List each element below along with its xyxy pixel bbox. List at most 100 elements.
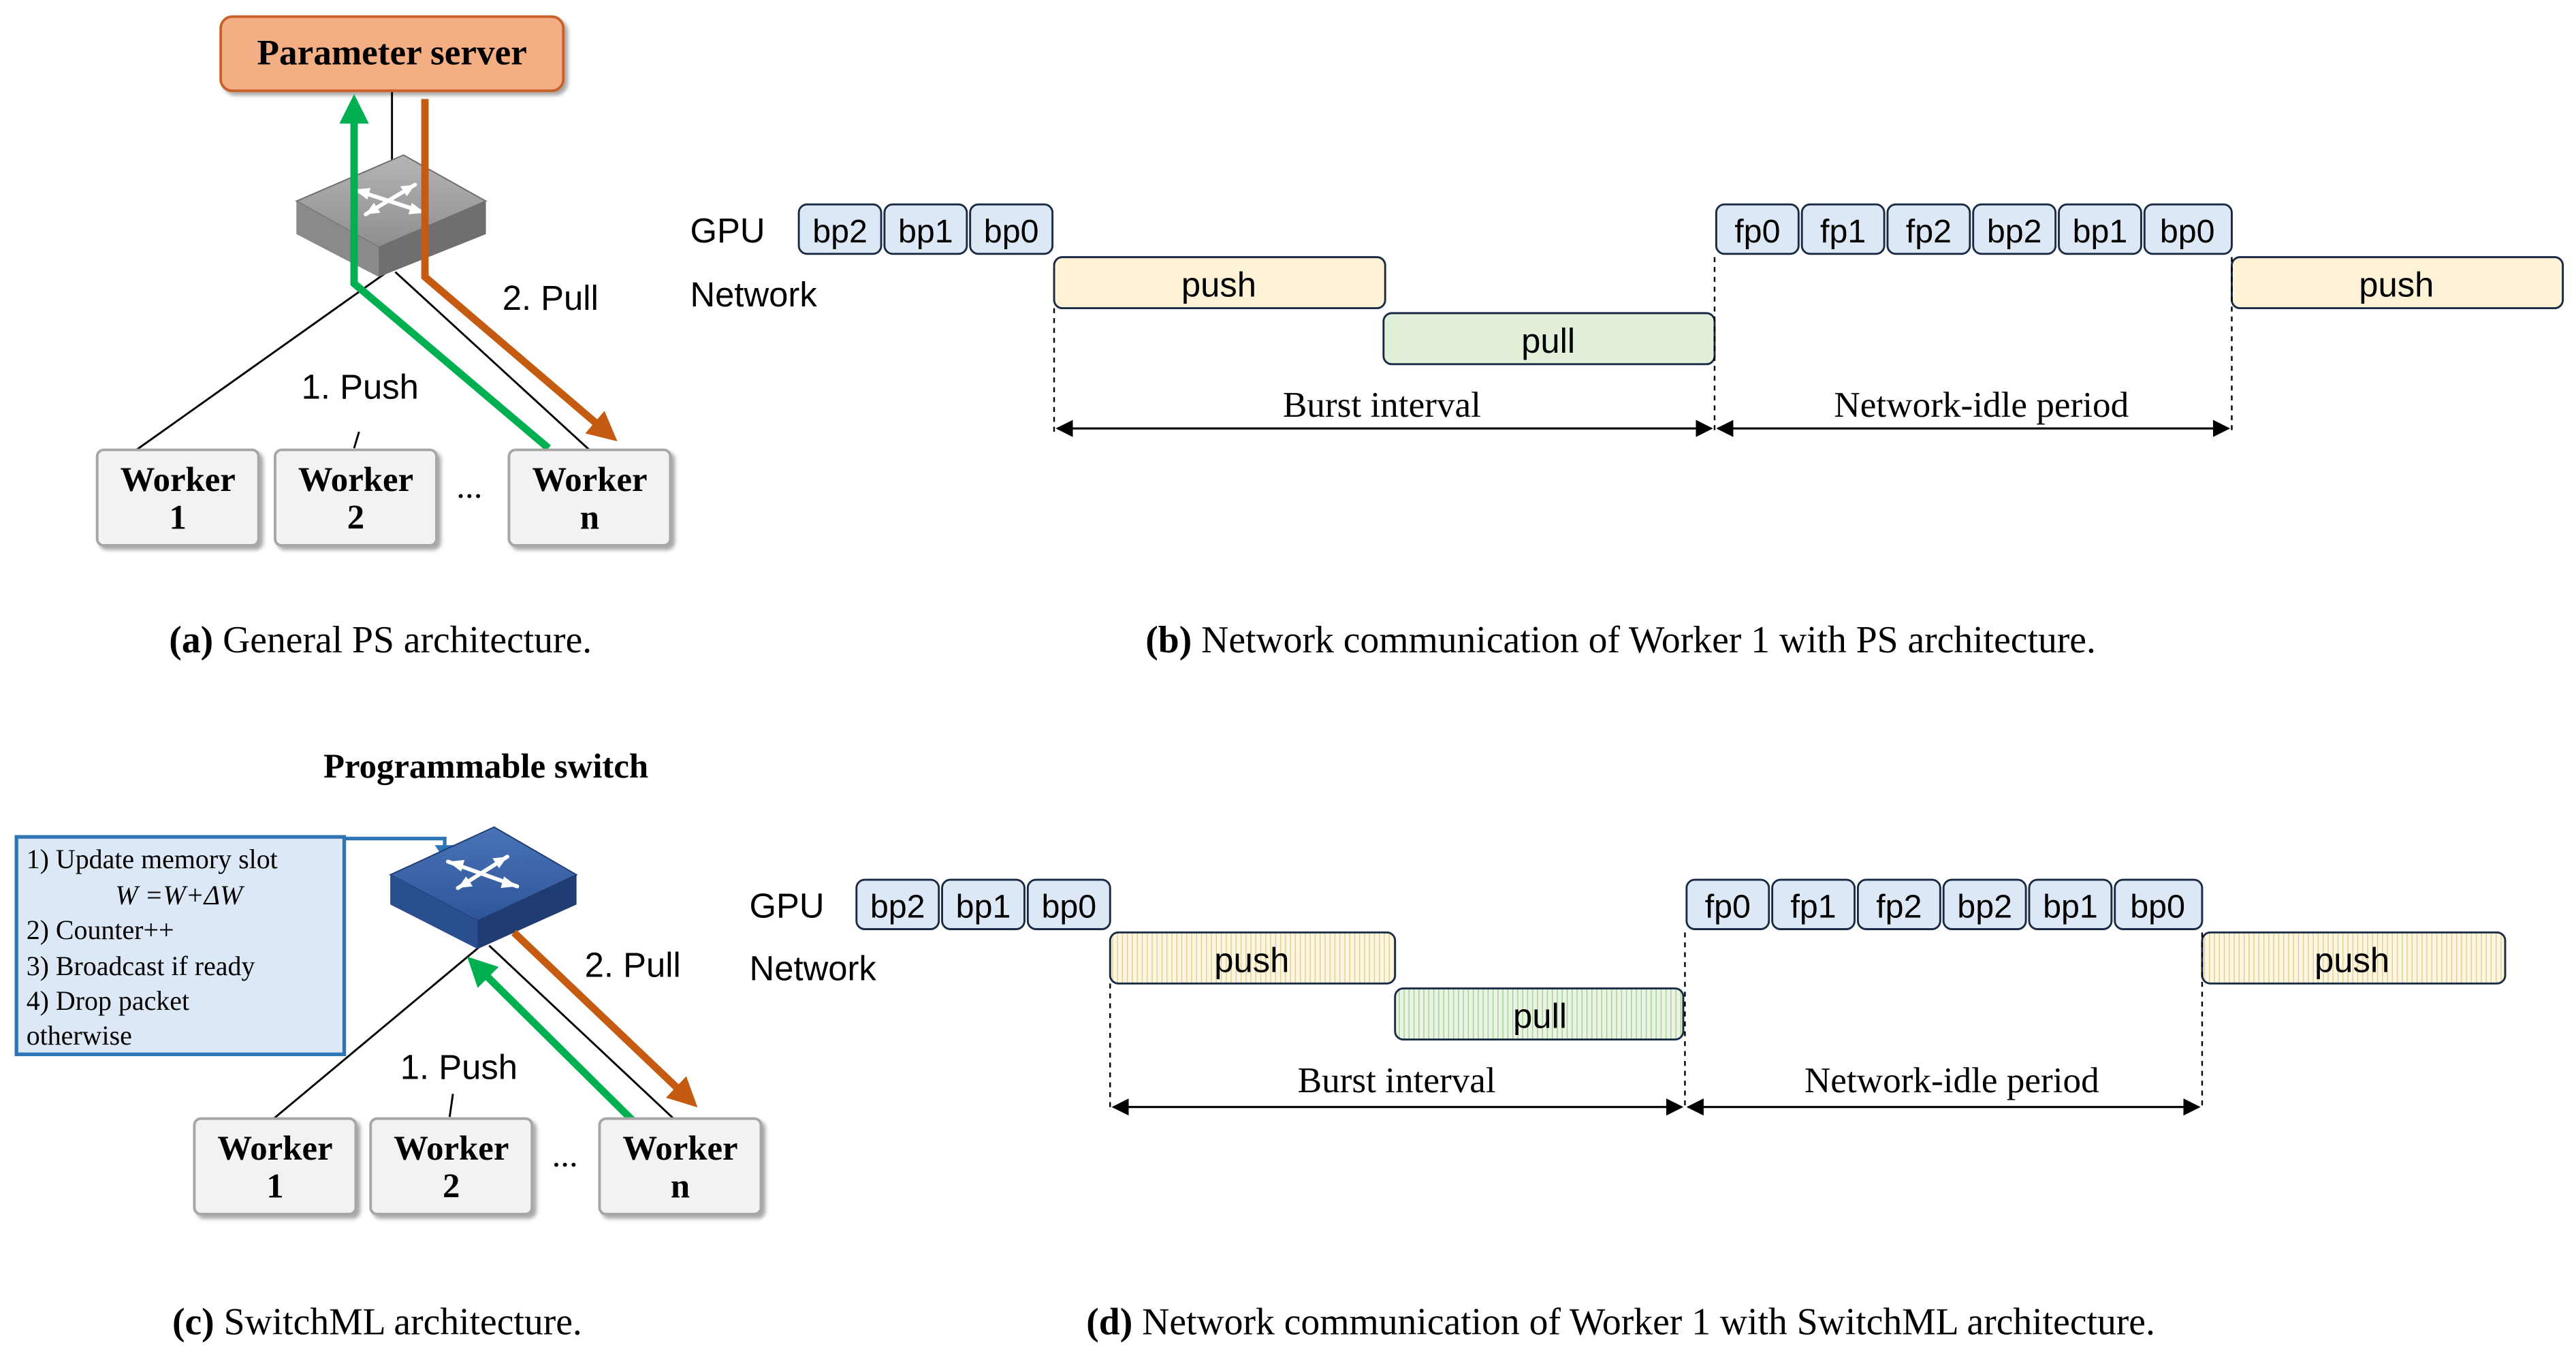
pull-label: 2. Pull (503, 279, 599, 317)
caption-tag: (d) (1086, 1301, 1132, 1344)
svg-text:bp0: bp0 (2160, 213, 2215, 250)
worker-number: 2 (347, 498, 364, 537)
caption-tag: (c) (172, 1301, 214, 1344)
network-label: Network (690, 275, 817, 314)
push-label: 1. Push (302, 368, 419, 407)
link-worker-2 (353, 431, 360, 449)
gpu-block: bp2 (797, 203, 882, 255)
note-line: 3) Broadcast if ready (27, 951, 255, 981)
push-bar-second: push (2231, 256, 2564, 310)
push-arrow (339, 94, 551, 451)
note-line: 1) Update memory slot (27, 844, 278, 874)
ellipsis: ... (552, 1136, 578, 1174)
gpu-block: fp1 (1771, 878, 1856, 930)
svg-text:bp0: bp0 (984, 213, 1039, 250)
gpu-block: fp0 (1715, 203, 1800, 255)
svg-text:bp1: bp1 (898, 213, 953, 250)
worker-label: Worker (532, 460, 647, 498)
svg-text:bp2: bp2 (1987, 213, 2042, 250)
gpu-block: bp2 (1942, 878, 2027, 930)
caption-text: SwitchML architecture. (214, 1301, 582, 1344)
svg-text:push: push (2315, 940, 2389, 979)
parameter-server-label: Parameter server (257, 33, 527, 73)
pull-arrow (511, 929, 698, 1108)
caption-text: Network communication of Worker 1 with P… (1192, 619, 2096, 661)
burst-interval-label: Burst interval (1298, 1060, 1496, 1100)
note-line: W =W+ΔW (115, 880, 245, 910)
worker-label: Worker (622, 1129, 737, 1167)
gpu-block: bp2 (855, 878, 940, 930)
worker-number: n (580, 498, 599, 537)
gpu-block: fp1 (1800, 203, 1886, 255)
worker-number: 2 (443, 1167, 460, 1205)
caption-b: (b) Network communication of Worker 1 wi… (1145, 619, 2096, 661)
svg-text:bp1: bp1 (2043, 889, 2098, 925)
push-bar: push (1053, 256, 1386, 310)
svg-text:bp2: bp2 (1957, 889, 2012, 925)
caption-text: Network communication of Worker 1 with S… (1132, 1301, 2155, 1344)
svg-text:bp1: bp1 (2073, 213, 2128, 250)
interval-markers (1053, 257, 2233, 432)
gpu-block: fp0 (1685, 878, 1770, 930)
worker-label: Worker (217, 1129, 332, 1167)
gpu-block: bp1 (2058, 203, 2142, 255)
link-worker-2 (448, 1094, 454, 1117)
worker-box-1: Worker 1 (193, 1117, 357, 1215)
burst-interval-label: Burst interval (1283, 385, 1481, 425)
idle-period-label: Network-idle period (1804, 1060, 2099, 1100)
svg-text:fp2: fp2 (1906, 213, 1952, 250)
pull-arrow (421, 99, 618, 442)
link-worker-1 (131, 271, 388, 454)
gpu-label: GPU (690, 211, 765, 250)
interval-markers (1109, 932, 2204, 1111)
svg-text:bp1: bp1 (956, 889, 1011, 925)
push-bar-second: push (2201, 931, 2507, 985)
svg-text:bp2: bp2 (812, 213, 868, 250)
svg-text:pull: pull (1513, 997, 1567, 1036)
pull-bar: pull (1394, 987, 1685, 1041)
note-line: 4) Drop packet (27, 985, 189, 1016)
svg-text:fp1: fp1 (1790, 889, 1836, 925)
push-bar: push (1109, 931, 1397, 985)
svg-text:fp0: fp0 (1705, 889, 1751, 925)
switch-logic-note (14, 835, 347, 1056)
push-arrow (466, 956, 640, 1128)
gpu-block: fp2 (1886, 203, 1971, 255)
gpu-block: bp0 (2114, 878, 2204, 930)
worker-label: Worker (121, 460, 236, 498)
worker-label: Worker (298, 460, 413, 498)
gpu-block: bp1 (941, 878, 1025, 930)
svg-text:push: push (1181, 266, 1256, 304)
programmable-switch-icon (389, 826, 578, 949)
gpu-block: bp0 (969, 203, 1054, 255)
note-connector (344, 836, 447, 848)
svg-text:push: push (1214, 940, 1289, 979)
gpu-label: GPU (750, 887, 825, 925)
note-line: otherwise (27, 1020, 132, 1051)
gpu-block: bp0 (1026, 878, 1111, 930)
caption-tag: (b) (1145, 619, 1192, 661)
panel-b: GPU Network bp2 bp1 bp0 fp0 fp1 fp2 bp2 … (690, 203, 2564, 661)
svg-text:bp2: bp2 (870, 889, 925, 925)
svg-text:pull: pull (1521, 321, 1575, 360)
caption-a: (a) General PS architecture. (169, 619, 592, 661)
svg-text:fp0: fp0 (1734, 213, 1780, 250)
worker-box-1: Worker 1 (95, 448, 260, 547)
svg-text:bp0: bp0 (1041, 889, 1096, 925)
gpu-block: bp0 (2143, 203, 2233, 255)
parameter-server-box (219, 15, 565, 93)
caption-tag: (a) (169, 619, 213, 661)
network-label: Network (750, 949, 877, 987)
note-line: 2) Counter++ (27, 915, 174, 945)
worker-box-2: Worker 2 (274, 448, 438, 547)
gpu-block: bp2 (1972, 203, 2057, 255)
panel-d: GPU Network bp2 bp1 bp0 fp0 fp1 fp2 bp2 … (750, 878, 2507, 1344)
caption-d: (d) Network communication of Worker 1 wi… (1086, 1301, 2155, 1344)
worker-number: 1 (266, 1167, 283, 1205)
worker-box-n: Worker n (598, 1117, 763, 1215)
switch-title: Programmable switch (323, 747, 648, 785)
worker-box-n: Worker n (507, 448, 672, 547)
caption-c: (c) SwitchML architecture. (172, 1301, 582, 1344)
gpu-block: bp1 (2028, 878, 2113, 930)
panel-a: Parameter server 2. Pull 1. Push (95, 15, 672, 661)
